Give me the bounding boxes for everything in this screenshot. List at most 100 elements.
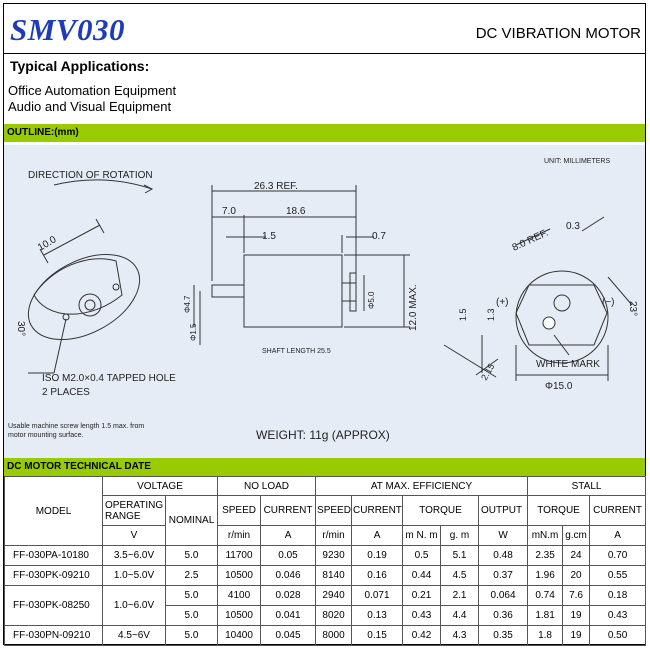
dim-8-ref: 8.0 REF.: [511, 228, 550, 254]
dim-phi-4-7: Φ4.7: [183, 295, 192, 313]
dim-phi-1-5: Φ1.5: [189, 323, 198, 341]
header: SMV030 DC VIBRATION MOTOR: [4, 4, 645, 54]
cell-model: FF-030PK-08250: [4, 585, 103, 626]
outline-drawing: UNIT: MILLIMETERS DIRECTION OF ROTATION …: [4, 145, 645, 458]
col-st-current: CURRENT: [589, 495, 647, 526]
cell-st-torque-gcm: 7.6: [562, 585, 591, 606]
direction-label: DIRECTION OF ROTATION: [28, 170, 153, 181]
group-no-load: NO LOAD: [217, 476, 317, 496]
cell-model: FF-030PN-09210: [4, 625, 103, 646]
header-row-groups: MODEL VOLTAGE NO LOAD AT MAX. EFFICIENCY…: [4, 476, 647, 546]
cell-me-output: 0.37: [478, 565, 529, 586]
col-me-current: CURRENT: [351, 495, 404, 526]
cell-me-torque-mnm: 0.43: [402, 605, 442, 626]
cell-range: 3.5~6.0V: [102, 545, 166, 566]
unit-rmin: r/min: [315, 525, 353, 546]
cell-nl-speed: 10500: [217, 605, 262, 626]
col-model: MODEL: [4, 476, 103, 546]
cell-st-torque-gcm: 19: [562, 605, 591, 626]
table-row: 5.0 10500 0.041 8020 0.13 0.43 4.4 0.36 …: [5, 605, 647, 626]
unit-mnm: mN.m: [527, 525, 564, 546]
col-st-torque: TORQUE: [527, 495, 591, 526]
cell-st-torque-gcm: 19: [562, 625, 591, 646]
cell-nl-speed: 10500: [217, 565, 262, 586]
cell-range: 1.0~5.0V: [102, 565, 166, 586]
cell-me-output: 0.064: [478, 585, 529, 606]
cell-me-output: 0.48: [478, 545, 529, 566]
dim-30deg: 30°: [15, 321, 26, 336]
cell-st-torque-mnm: 0.74: [527, 585, 564, 606]
dim-23deg: 23°: [627, 301, 638, 316]
cell-nominal: 2.5: [164, 565, 219, 586]
header-row-units: V r/min A r/min A m N. m g. m W mN.m g.c…: [5, 525, 647, 546]
unit-note: UNIT: MILLIMETERS: [544, 158, 610, 165]
cell-me-torque-mnm: 0.5: [402, 545, 442, 566]
cell-nl-current: 0.028: [260, 585, 317, 606]
cell-model: FF-030PA-10180: [4, 545, 103, 566]
col-nominal: NOMINAL: [164, 495, 219, 546]
cell-st-current: 0.43: [589, 605, 647, 626]
table-row: FF-030PA-10180 3.5~6.0V 5.0 11700 0.05 9…: [4, 545, 647, 566]
cell-me-speed: 8000: [315, 625, 353, 646]
unit-a: A: [351, 525, 404, 546]
cell-me-torque-gm: 4.5: [440, 565, 480, 586]
screw-note-1: Usable machine screw length 1.5 max. fro…: [8, 423, 144, 430]
outline-section-bar: OUTLINE:(mm): [4, 124, 645, 142]
dim-12-max: 12.0 MAX.: [408, 284, 419, 331]
group-max-efficiency: AT MAX. EFFICIENCY: [315, 476, 529, 496]
cell-me-torque-gm: 4.4: [440, 605, 480, 626]
cell-nominal: 5.0: [164, 625, 219, 646]
dim-phi-15: Φ15.0: [545, 381, 573, 392]
cell-me-current: 0.15: [351, 625, 404, 646]
dim-26-3: 26.3 REF.: [254, 181, 298, 192]
cell-me-speed: 8020: [315, 605, 353, 626]
screw-note-2: motor mounting surface.: [8, 432, 84, 439]
unit-w: W: [478, 525, 529, 546]
minus-terminal: (−): [602, 297, 615, 308]
table-row: FF-030PK-09210 1.0~5.0V 2.5 10500 0.046 …: [4, 565, 647, 586]
table-row: FF-030PK-08250 1.0~6.0V 5.0 4100 0.028 2…: [4, 585, 647, 626]
cell-me-output: 0.35: [478, 625, 529, 646]
cell-st-current: 0.70: [589, 545, 647, 566]
unit-gcm: g.cm: [562, 525, 591, 546]
cell-st-current: 0.50: [589, 625, 647, 646]
cell-me-current: 0.19: [351, 545, 404, 566]
cell-nominal: 5.0: [164, 545, 219, 566]
group-stall: STALL: [527, 476, 647, 496]
cell-me-torque-mnm: 0.44: [402, 565, 442, 586]
unit-a: A: [589, 525, 647, 546]
cell-nl-current: 0.046: [260, 565, 317, 586]
col-me-speed: SPEED: [315, 495, 353, 526]
plus-terminal: (+): [496, 297, 509, 308]
cell-me-torque-mnm: 0.21: [402, 585, 442, 606]
places-label: 2 PLACES: [42, 387, 90, 398]
cell-st-torque-mnm: 1.96: [527, 565, 564, 586]
cell-st-torque-mnm: 1.8: [527, 625, 564, 646]
cell-me-output: 0.36: [478, 605, 529, 626]
dim-7: 7.0: [222, 206, 236, 217]
col-me-output: OUTPUT: [478, 495, 529, 526]
unit-v: V: [102, 525, 166, 546]
header-row-cols: OPERATING RANGE NOMINAL SPEED CURRENT SP…: [5, 495, 647, 546]
cell-st-torque-gcm: 20: [562, 565, 591, 586]
dim-1-5: 1.5: [262, 231, 276, 242]
cell-me-current: 0.13: [351, 605, 404, 626]
cell-st-torque-mnm: 2.35: [527, 545, 564, 566]
shaft-length: SHAFT LENGTH 25.5: [262, 348, 331, 355]
cell-me-torque-gm: 2.1: [440, 585, 480, 606]
dim-1-3: 1.3: [486, 308, 496, 321]
hole-label: ISO M2.0×0.4 TAPPED HOLE: [42, 373, 176, 384]
cell-nl-speed: 11700: [217, 545, 262, 566]
applications-title: Typical Applications:: [10, 58, 150, 74]
datasheet-frame: SMV030 DC VIBRATION MOTOR Typical Applic…: [3, 3, 647, 646]
cell-st-torque-gcm: 24: [562, 545, 591, 566]
cell-me-torque-mnm: 0.42: [402, 625, 442, 646]
white-mark-label: WHITE MARK: [536, 359, 600, 370]
product-type: DC VIBRATION MOTOR: [475, 25, 641, 42]
unit-rmin: r/min: [217, 525, 262, 546]
cell-me-speed: 8140: [315, 565, 353, 586]
cell-nl-speed: 4100: [217, 585, 262, 606]
cell-range: 1.0~6.0V: [102, 585, 166, 626]
cell-nl-speed: 10400: [217, 625, 262, 646]
cell-me-speed: 2940: [315, 585, 353, 606]
